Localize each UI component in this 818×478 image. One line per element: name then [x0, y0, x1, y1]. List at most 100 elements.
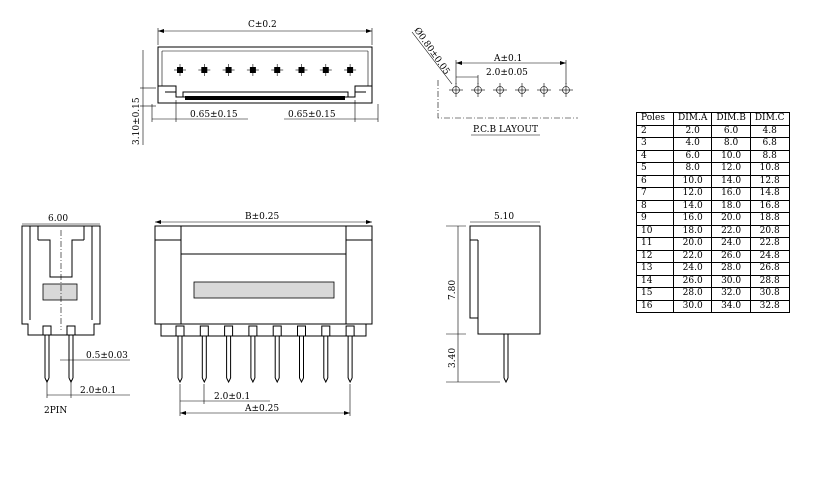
front-pin [297, 325, 306, 384]
table-cell: 13 [636, 262, 674, 276]
table-cell: 30.0 [672, 299, 713, 313]
end-view: 6.00 0.5±0.03 2.0±0.1 2PIN [21, 214, 130, 416]
table-cell: 6 [636, 174, 674, 188]
table-cell: 24.8 [749, 249, 790, 263]
table-cell: 20.8 [749, 224, 790, 238]
pin-340-label: 3.40 [448, 348, 458, 368]
table-cell: 16.0 [672, 212, 713, 226]
side-profile-view: 5.10 7.80 3.40 [446, 212, 541, 384]
peg-right-label: 0.65±0.15 [288, 110, 336, 120]
peg-left-label: 0.65±0.15 [190, 110, 238, 120]
table-header-cell: Poles [636, 112, 674, 126]
side-height-label: 3.10±0.15 [132, 97, 142, 145]
table-cell: 28.8 [749, 274, 790, 288]
top-view-outline [157, 46, 373, 104]
table-cell: 26.0 [711, 249, 751, 263]
front-pin [272, 325, 282, 384]
hole-dia-label: Ø0.80±0.05 [412, 25, 453, 77]
dim-a-front-label: A±0.25 [244, 404, 279, 414]
table-header-cell: DIM.C [749, 112, 790, 126]
table-cell: 9 [636, 212, 674, 226]
table-cell: 10.0 [711, 149, 751, 163]
top-pin-marker [319, 64, 332, 76]
pcb-hole [515, 83, 529, 97]
table-cell: 4 [636, 149, 674, 163]
table-cell: 11 [636, 237, 674, 251]
depth-510-label: 5.10 [494, 212, 514, 222]
table-cell: 14 [636, 274, 674, 288]
top-pin-marker [246, 64, 259, 76]
pin-width-label: 0.5±0.03 [86, 351, 128, 361]
table-header-cell: DIM.B [711, 112, 751, 126]
table-cell: 10.8 [749, 162, 790, 176]
front-pin [175, 325, 185, 384]
pitch-2pin-label: 2.0±0.1 [80, 386, 116, 396]
table-cell: 8 [636, 199, 674, 213]
table-cell: 12.0 [672, 187, 713, 201]
table-cell: 2.0 [672, 124, 713, 138]
table-cell: 14.0 [711, 174, 751, 188]
dim-a-pcb-label: A±0.1 [493, 54, 522, 64]
pcb-hole [493, 83, 507, 97]
table-header-cell: DIM.A [672, 112, 713, 126]
table-cell: 28.0 [672, 287, 713, 301]
top-pin-marker [222, 64, 235, 76]
pcb-holes [449, 83, 573, 97]
table-cell: 12.0 [711, 162, 751, 176]
table-cell: 26.8 [749, 262, 790, 276]
table-cell: 28.0 [711, 262, 751, 276]
table-cell: 6.8 [749, 137, 790, 151]
table-cell: 12.8 [749, 174, 790, 188]
pcb-layout-view: A±0.1 2.0±0.05 Ø0.80±0.05 P.C.B LAYOUT [412, 25, 578, 136]
table-cell: 7 [636, 187, 674, 201]
table-cell: 14.8 [749, 187, 790, 201]
pcb-hole [471, 83, 485, 97]
table-cell: 22.0 [672, 249, 713, 263]
table-cell: 18.8 [749, 212, 790, 226]
front-pin [224, 325, 234, 384]
table-cell: 22.8 [749, 237, 790, 251]
top-pin-marker [344, 64, 357, 76]
table-cell: 18.0 [711, 199, 751, 213]
front-view: B±0.25 2.0±0.1 A±0.25 [154, 212, 373, 416]
table-cell: 18.0 [672, 224, 713, 238]
table-cell: 30.0 [711, 274, 751, 288]
height-780-label: 7.80 [448, 280, 458, 300]
pcb-hole [449, 83, 463, 97]
width-600-label: 6.00 [48, 214, 68, 224]
table-cell: 2 [636, 124, 674, 138]
table-cell: 26.0 [672, 274, 713, 288]
pcb-hole [537, 83, 551, 97]
table-cell: 8.8 [749, 149, 790, 163]
table-cell: 22.0 [711, 224, 751, 238]
table-cell: 14.0 [672, 199, 713, 213]
front-pin [321, 325, 331, 384]
table-cell: 5 [636, 162, 674, 176]
top-pin-marker [198, 64, 211, 76]
pitch-pcb-label: 2.0±0.05 [486, 68, 528, 78]
table-cell: 16.0 [711, 187, 751, 201]
pcb-hole [559, 83, 573, 97]
pin-count-label: 2PIN [44, 406, 67, 416]
table-cell: 4.8 [749, 124, 790, 138]
top-pin-marker [174, 64, 186, 76]
table-cell: 4.0 [672, 137, 713, 151]
dim-c-label: C±0.2 [248, 20, 277, 30]
pitch-front-label: 2.0±0.1 [214, 392, 250, 402]
table-cell: 3 [636, 137, 674, 151]
front-view-pins [175, 325, 355, 384]
table-cell: 32.8 [749, 299, 790, 313]
front-pin [248, 325, 258, 384]
